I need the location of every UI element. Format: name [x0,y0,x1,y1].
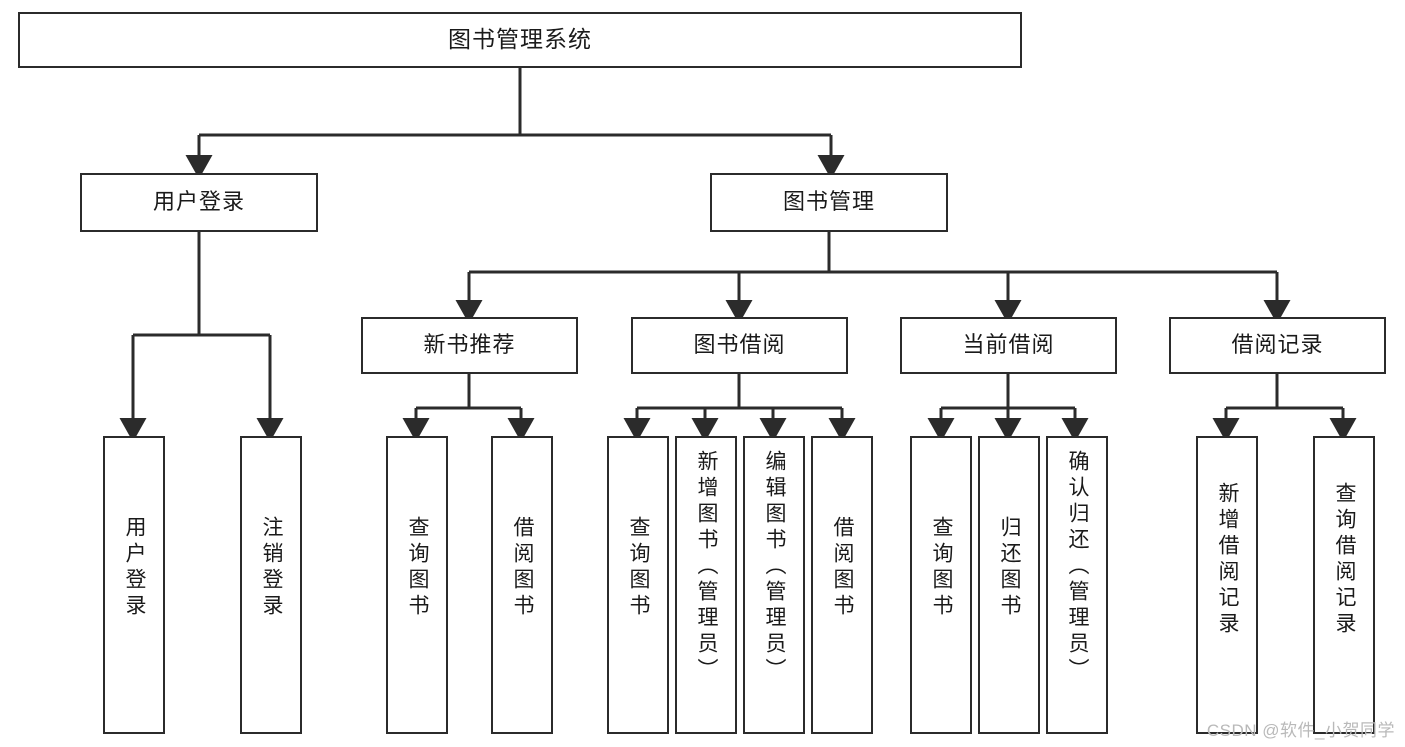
watermark-text: CSDN @软件_小贺同学 [1206,721,1395,740]
node-leaf-query-book-3[interactable]: 查询图书 [910,436,972,734]
node-new-book-recommend-label: 新书推荐 [423,332,516,358]
node-leaf-borrow-book-1-label: 借阅图书 [511,516,535,620]
node-leaf-borrow-book-1[interactable]: 借阅图书 [491,436,553,734]
node-leaf-user-login-label: 用户登录 [123,516,147,620]
node-leaf-edit-book-label: 编辑图书（管理员） [763,450,787,684]
node-leaf-logout-label: 注销登录 [260,516,284,620]
node-book-borrow-label: 图书借阅 [693,332,786,358]
node-user-login-label: 用户登录 [152,189,245,215]
node-new-book-recommend[interactable]: 新书推荐 [361,317,578,374]
node-root-label: 图书管理系统 [448,26,592,53]
node-root[interactable]: 图书管理系统 [18,12,1022,68]
node-leaf-query-record-label: 查询借阅记录 [1333,482,1357,638]
node-leaf-confirm-return[interactable]: 确认归还（管理员） [1046,436,1108,734]
node-leaf-borrow-book-2[interactable]: 借阅图书 [811,436,873,734]
node-leaf-query-book-2-label: 查询图书 [627,516,651,620]
node-leaf-logout[interactable]: 注销登录 [240,436,302,734]
node-leaf-query-book-3-label: 查询图书 [930,516,954,620]
node-leaf-query-record[interactable]: 查询借阅记录 [1313,436,1375,734]
node-leaf-query-book-1-label: 查询图书 [406,516,430,620]
node-leaf-edit-book[interactable]: 编辑图书（管理员） [743,436,805,734]
node-leaf-add-book-label: 新增图书（管理员） [695,450,719,684]
node-leaf-query-book-2[interactable]: 查询图书 [607,436,669,734]
node-book-management-label: 图书管理 [782,189,875,215]
node-borrow-record[interactable]: 借阅记录 [1169,317,1386,374]
node-leaf-add-record[interactable]: 新增借阅记录 [1196,436,1258,734]
node-leaf-query-book-1[interactable]: 查询图书 [386,436,448,734]
node-borrow-record-label: 借阅记录 [1231,332,1324,358]
node-leaf-user-login[interactable]: 用户登录 [103,436,165,734]
node-leaf-return-book[interactable]: 归还图书 [978,436,1040,734]
node-leaf-add-book[interactable]: 新增图书（管理员） [675,436,737,734]
node-current-borrow[interactable]: 当前借阅 [900,317,1117,374]
node-user-login[interactable]: 用户登录 [80,173,318,232]
node-leaf-add-record-label: 新增借阅记录 [1216,482,1240,638]
node-leaf-confirm-return-label: 确认归还（管理员） [1066,450,1090,684]
node-current-borrow-label: 当前借阅 [962,332,1055,358]
node-book-borrow[interactable]: 图书借阅 [631,317,848,374]
node-leaf-borrow-book-2-label: 借阅图书 [831,516,855,620]
node-leaf-return-book-label: 归还图书 [998,516,1022,620]
node-book-management[interactable]: 图书管理 [710,173,948,232]
